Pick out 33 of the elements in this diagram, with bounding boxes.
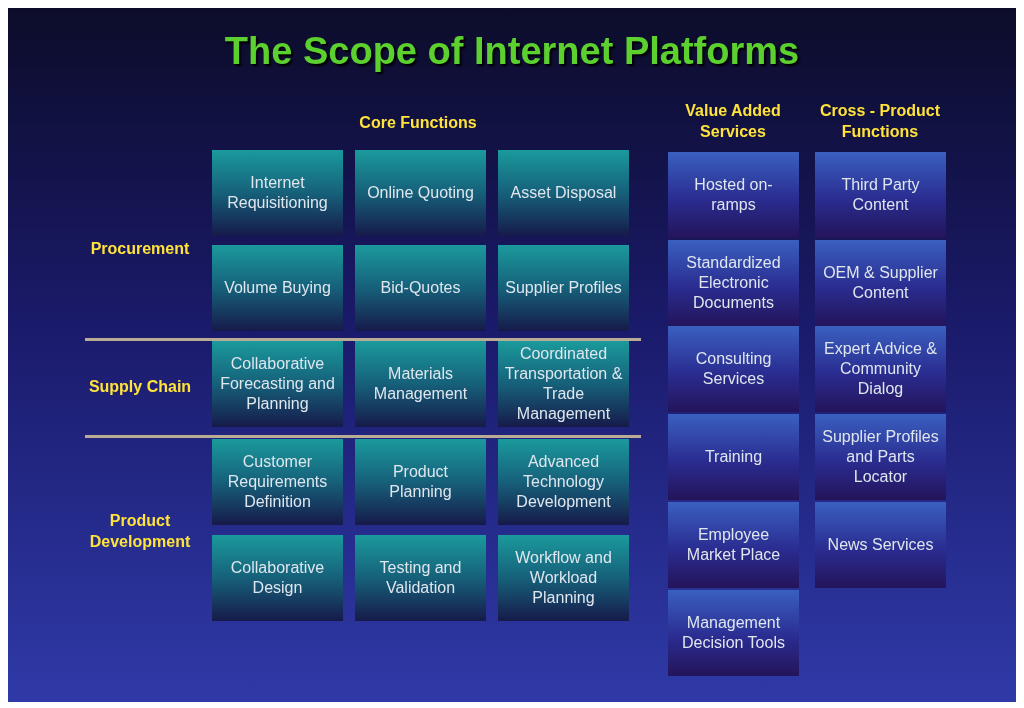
function-tile: Online Quoting: [355, 150, 486, 236]
function-tile: Hosted on-ramps: [668, 152, 799, 238]
function-tile: Advanced Technology Development: [498, 439, 629, 525]
function-tile: Management Decision Tools: [668, 590, 799, 676]
function-tile: Expert Advice & Community Dialog: [815, 326, 946, 412]
column-heading: Value Added Services: [684, 101, 782, 142]
function-tile: Supplier Profiles: [498, 245, 629, 331]
function-tile: Materials Management: [355, 341, 486, 427]
function-tile: Workflow and Workload Planning: [498, 535, 629, 621]
function-tile: Employee Market Place: [668, 502, 799, 588]
function-tile: Coordinated Transportation & Trade Management: [498, 341, 629, 427]
function-tile: Product Planning: [355, 439, 486, 525]
column-heading: Core Functions: [358, 113, 478, 133]
function-tile: Training: [668, 414, 799, 500]
function-tile: Volume Buying: [212, 245, 343, 331]
function-tile: Customer Requirements Definition: [212, 439, 343, 525]
row-heading: Procurement: [89, 239, 191, 259]
function-tile: Collaborative Design: [212, 535, 343, 621]
column-heading: Cross - Product Functions: [819, 101, 941, 142]
function-tile: Bid-Quotes: [355, 245, 486, 331]
function-tile: Internet Requisitioning: [212, 150, 343, 236]
function-tile: Supplier Profiles and Parts Locator: [815, 414, 946, 500]
function-tile: Standardized Electronic Documents: [668, 240, 799, 326]
title: The Scope of Internet Platforms: [223, 30, 801, 73]
function-tile: Consulting Services: [668, 326, 799, 412]
function-tile: Third Party Content: [815, 152, 946, 238]
function-tile: OEM & Supplier Content: [815, 240, 946, 326]
function-tile: Collaborative Forecasting and Planning: [212, 341, 343, 427]
row-heading: Product Development: [88, 511, 192, 552]
row-heading: Supply Chain: [87, 377, 193, 397]
function-tile: Asset Disposal: [498, 150, 629, 236]
function-tile: Testing and Validation: [355, 535, 486, 621]
function-tile: News Services: [815, 502, 946, 588]
